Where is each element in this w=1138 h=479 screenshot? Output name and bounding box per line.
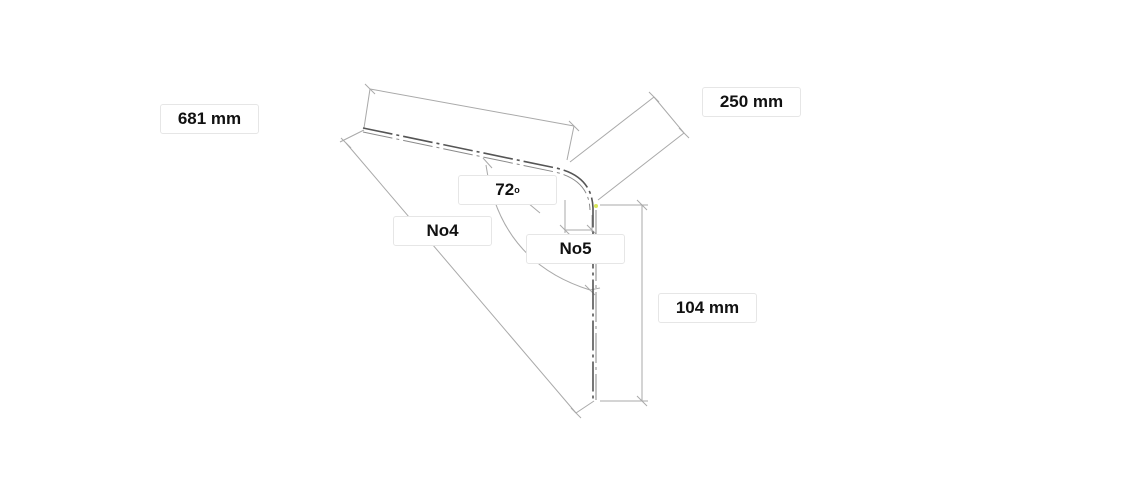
length-label-104: 104 mm [658, 293, 757, 323]
dimension-top [363, 83, 580, 161]
dimension-no4 [339, 129, 595, 419]
tag-label-no4: No4 [393, 216, 492, 246]
dimension-no5 [527, 200, 598, 236]
dimension-diagonal [569, 91, 690, 201]
dimension-vertical [600, 199, 648, 407]
length-label-250: 250 mm [702, 87, 801, 117]
length-label-104-text: 104 mm [675, 298, 740, 317]
length-label-681: 681 mm [160, 104, 259, 134]
tag-label-no4-text: No4 [426, 221, 459, 240]
accent-point [594, 204, 598, 208]
tag-label-no5: No5 [526, 234, 625, 264]
angle-value: 72 [495, 180, 515, 199]
angle-unit: o [514, 185, 520, 195]
tag-label-no5-text: No5 [559, 239, 592, 258]
length-label-250-text: 250 mm [719, 92, 784, 111]
bent-profile [362, 127, 597, 400]
length-label-681-text: 681 mm [177, 109, 242, 128]
